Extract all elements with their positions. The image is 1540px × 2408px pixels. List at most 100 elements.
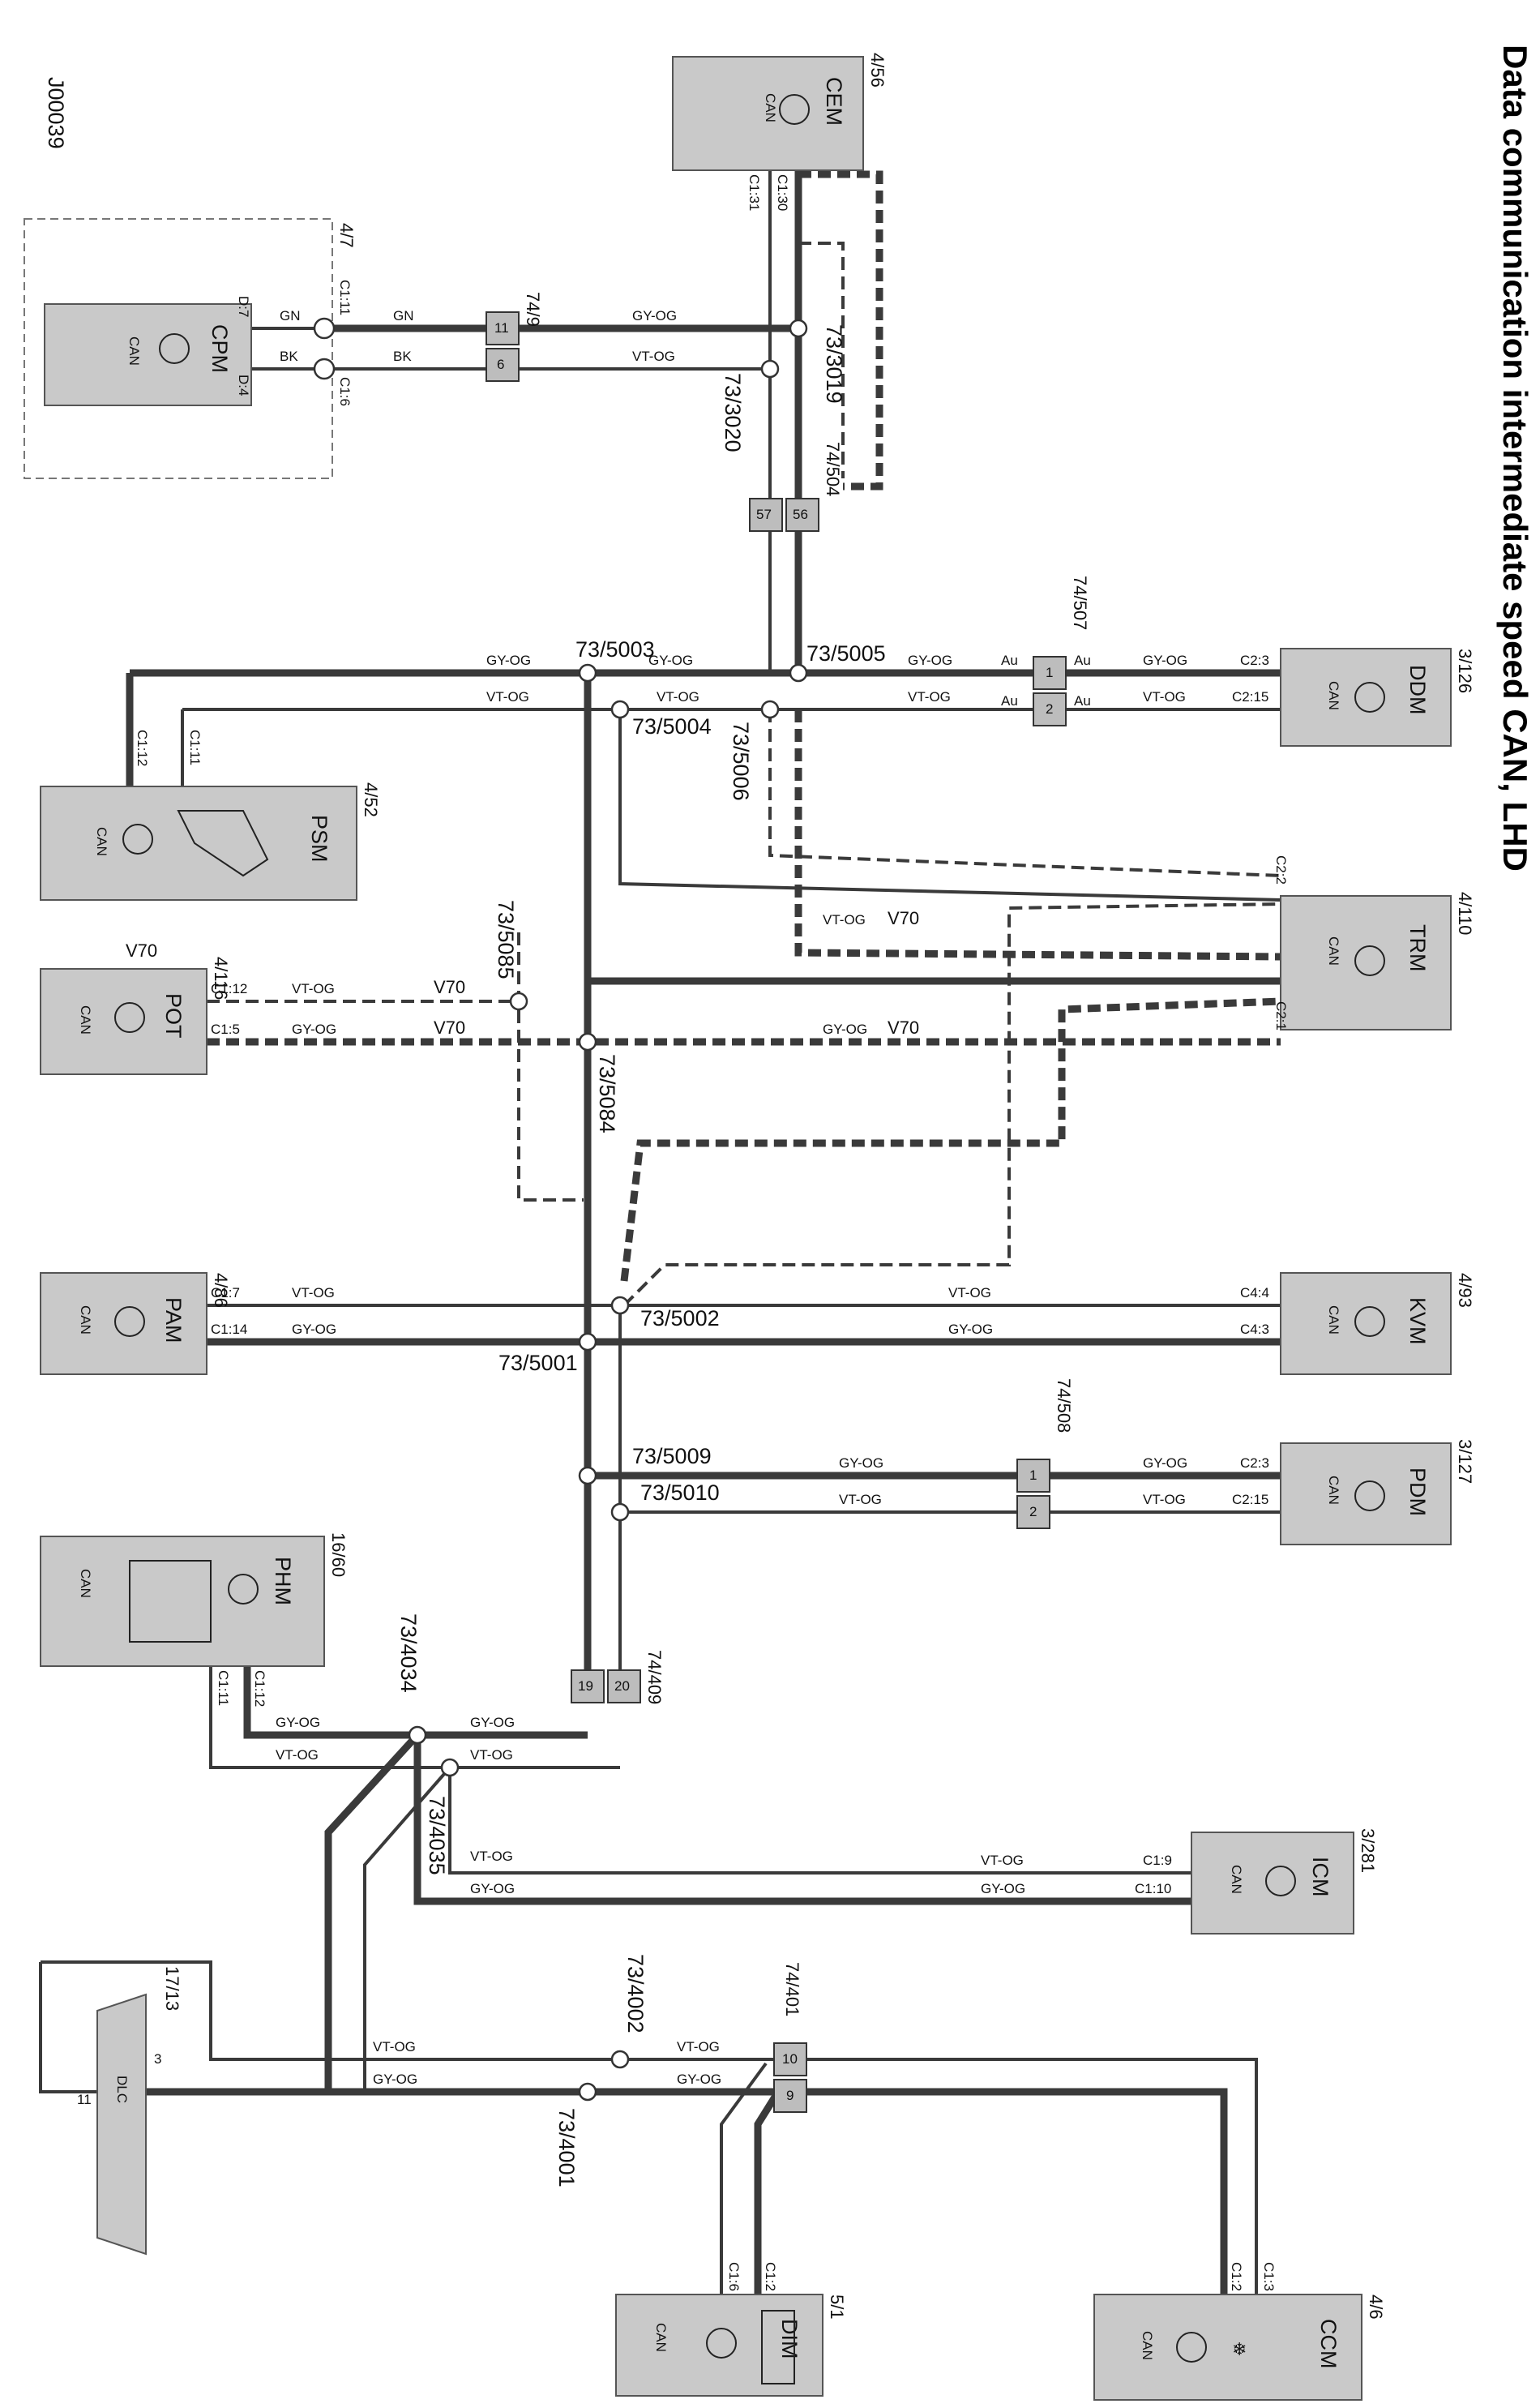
pin-label: C1:12: [252, 1670, 267, 1707]
pin-label: C2:1: [1273, 1001, 1289, 1030]
pin-label: D:4: [236, 375, 251, 396]
module-cem-can: CAN: [763, 93, 778, 122]
pin-number: 2: [1029, 1504, 1037, 1519]
module-psm[interactable]: PSM 4/52 CAN: [40, 782, 381, 901]
module-pot-can: CAN: [78, 1005, 93, 1035]
wire-label: VT-OG: [908, 689, 951, 705]
gauge-cluster-icon: [761, 2310, 795, 2384]
connector-ref: 74/508: [1054, 1378, 1074, 1433]
pin-number: 1: [1046, 665, 1053, 680]
connector-ref: 74/401: [782, 1962, 802, 2016]
module-ccm[interactable]: CCM 4/6 CAN ❄: [1093, 2294, 1386, 2401]
module-ccm-ref: 4/6: [1366, 2294, 1386, 2320]
wire-label: VT-OG: [981, 1853, 1024, 1868]
module-dlc[interactable]: 17/13 DLC: [96, 1966, 182, 2256]
pin-label: C2:2: [1273, 855, 1289, 885]
splice-label: 73/4034: [396, 1613, 421, 1693]
splice-label: 73/4002: [623, 1954, 648, 2033]
wire-label: VT-OG: [632, 349, 675, 364]
wire-label: VT-OG: [276, 1747, 319, 1763]
wire-label: V70: [888, 1018, 919, 1038]
diagram-title: Data communication intermediate speed CA…: [1496, 45, 1534, 872]
wire-label: V70: [434, 1018, 465, 1038]
pin-number: 56: [793, 507, 808, 522]
wire-label: BK: [280, 349, 298, 364]
wire-label: GY-OG: [908, 653, 952, 668]
module-dim-ref: 5/1: [827, 2294, 847, 2320]
wire-label: VT-OG: [677, 2039, 720, 2055]
snowflake-icon: ❄: [1232, 2339, 1247, 2359]
module-phm-ref: 16/60: [328, 1532, 349, 1577]
wire-label: GY-OG: [981, 1881, 1025, 1896]
module-ddm-name: DDM: [1405, 665, 1430, 715]
wire-label: GY-OG: [276, 1715, 320, 1730]
module-pam[interactable]: PAM 4/86 CAN: [40, 1272, 231, 1375]
wire-label: GY-OG: [486, 653, 531, 668]
splice-label: 73/3020: [721, 373, 745, 452]
module-trm[interactable]: TRM 4/110 CAN: [1280, 892, 1475, 1030]
wire-label: GY-OG: [292, 1322, 336, 1337]
module-pot-name: POT: [161, 993, 186, 1039]
module-phm[interactable]: PHM 16/60 CAN: [40, 1532, 349, 1667]
connector-ref: 74/9: [523, 292, 543, 327]
transceiver-icon: [1176, 2332, 1207, 2363]
module-pdm[interactable]: PDM 3/127 CAN: [1280, 1439, 1475, 1545]
transceiver-icon: [1354, 682, 1385, 713]
connector-74-507[interactable]: 74/507: [1033, 576, 1090, 726]
pin-label: C1:6: [337, 377, 353, 406]
splice-label: 73/4001: [554, 2108, 579, 2187]
splice-label: 73/5005: [806, 641, 886, 666]
wire-label: GY-OG: [648, 653, 693, 668]
module-cpm-ref: 4/7: [336, 223, 357, 248]
pin-label: C1:9: [1143, 1853, 1172, 1868]
wire-label: VT-OG: [292, 1285, 335, 1300]
splice-label: 73/3019: [822, 324, 846, 404]
wire-label: VT-OG: [373, 2039, 416, 2055]
splice-label: 73/5010: [640, 1480, 720, 1505]
transceiver-icon: [114, 1306, 145, 1337]
splice-label: 73/5001: [498, 1351, 578, 1375]
module-cem-name: CEM: [822, 77, 846, 126]
wire-label: VT-OG: [470, 1747, 513, 1763]
wire-label: VT-OG: [657, 689, 699, 705]
connector-74-508[interactable]: 74/508: [1016, 1378, 1074, 1529]
connector-74-504[interactable]: 74/504: [749, 442, 843, 532]
module-cpm[interactable]: CPM 4/7 CAN: [24, 218, 357, 479]
connector-74-401[interactable]: 74/401: [773, 1962, 807, 2113]
connector-74-9[interactable]: 74/9: [486, 292, 543, 382]
module-ddm[interactable]: DDM 3/126 CAN: [1280, 648, 1475, 747]
pin-label: C1:2: [1229, 2262, 1244, 2291]
module-icm[interactable]: ICM 3/281 CAN: [1191, 1828, 1378, 1935]
pin-label: C1:11: [337, 280, 353, 315]
wire-label: VT-OG: [486, 689, 529, 705]
module-kvm[interactable]: KVM 4/93 CAN: [1280, 1272, 1475, 1375]
seat-icon: [177, 810, 269, 877]
transceiver-icon: [228, 1574, 259, 1605]
wire-label: GY-OG: [1143, 1455, 1187, 1471]
pin-label: C1:12: [211, 981, 247, 996]
wire-label: GY-OG: [839, 1455, 883, 1471]
wire-label: V70: [434, 977, 465, 997]
connector-74-409[interactable]: 74/409: [571, 1650, 665, 1704]
module-trm-ref: 4/110: [1455, 892, 1475, 935]
pin-number: 11: [494, 320, 509, 336]
pin-label: C1:14: [211, 1322, 247, 1337]
module-dim[interactable]: DIM 5/1 CAN: [615, 2294, 847, 2397]
splice-points: [313, 317, 808, 2102]
wire-label: Au: [1001, 693, 1018, 709]
module-icm-can: CAN: [1229, 1865, 1244, 1894]
transceiver-icon: [1354, 945, 1385, 976]
module-pot[interactable]: POT 4/116 CAN V70: [40, 940, 231, 1075]
pin-label: C2:15: [1232, 689, 1268, 705]
wire-label: GY-OG: [1143, 653, 1187, 668]
module-cem[interactable]: CEM 4/56 CAN: [672, 53, 888, 171]
connector-ref: 74/409: [644, 1650, 665, 1704]
wire-label: GY-OG: [470, 1715, 515, 1730]
wire-label: VT-OG: [823, 912, 866, 928]
wire-label: GY-OG: [677, 2072, 721, 2087]
module-phm-can: CAN: [78, 1569, 93, 1598]
pin-number: 9: [786, 2088, 794, 2103]
module-phm-name: PHM: [271, 1557, 295, 1605]
module-pdm-ref: 3/127: [1455, 1439, 1475, 1484]
pin-label: 3: [154, 2051, 161, 2067]
